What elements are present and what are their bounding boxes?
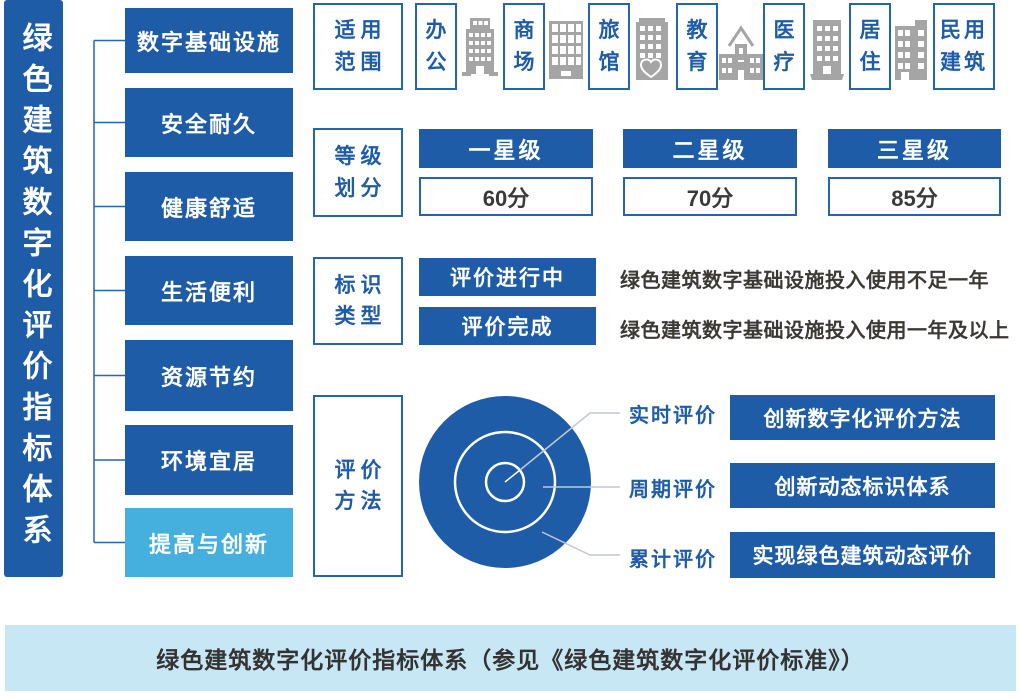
office-building-icon — [462, 18, 498, 76]
evaluation-in-progress-description: 绿色建筑数字基础设施投入使用不足一年 — [620, 269, 989, 292]
building-type-mall: 商场 — [503, 3, 545, 90]
category-box-digital-infrastructure: 数字基础设施 — [125, 8, 293, 73]
building-type-hotel: 旅馆 — [588, 3, 630, 90]
grade-section-label: 等级 划分 — [313, 128, 403, 217]
building-type-education: 教育 — [676, 3, 718, 90]
category-box-environment-livability: 环境宜居 — [125, 425, 293, 495]
building-type-civil: 民用建筑 — [933, 3, 995, 90]
grade-three-star-score: 85分 — [828, 177, 1001, 216]
category-box-health-comfort: 健康舒适 — [125, 172, 293, 241]
method-periodic-label: 周期评价 — [629, 478, 717, 501]
category-connector-lines — [93, 39, 125, 544]
building-type-office: 办公 — [415, 3, 457, 90]
scope-section-label: 适用 范围 — [313, 3, 403, 90]
method-realtime-result-bar: 创新数字化评价方法 — [730, 395, 995, 440]
method-realtime-label: 实时评价 — [629, 404, 717, 427]
caption-bar: 绿色建筑数字化评价指标体系（参见《绿色建筑数字化评价标准》） — [5, 625, 1016, 691]
residential-building-icon — [895, 20, 927, 80]
hospital-building-icon — [810, 20, 844, 80]
grade-three-star-bar: 三星级 — [828, 129, 1001, 168]
method-cumulative-label: 累计评价 — [629, 548, 717, 571]
category-box-improvement-innovation: 提高与创新 — [125, 508, 293, 577]
school-building-icon — [719, 25, 763, 80]
grade-one-star-bar: 一星级 — [419, 129, 593, 168]
mall-building-icon — [549, 21, 583, 79]
evaluation-complete-description: 绿色建筑数字基础设施投入使用一年及以上 — [620, 319, 1010, 342]
grade-two-star-bar: 二星级 — [623, 129, 797, 168]
method-cumulative-result-bar: 实现绿色建筑动态评价 — [730, 532, 995, 578]
concentric-circles-diagram — [419, 396, 620, 568]
method-periodic-result-bar: 创新动态标识体系 — [730, 463, 995, 508]
category-box-living-convenience: 生活便利 — [125, 256, 293, 325]
method-section-label: 评价 方法 — [313, 395, 403, 577]
building-type-medical: 医疗 — [763, 3, 805, 90]
caption-text: 绿色建筑数字化评价指标体系（参见《绿色建筑数字化评价标准》） — [156, 647, 865, 673]
grade-one-star-score: 60分 — [419, 177, 593, 216]
vertical-title-bar: 绿色建筑数字化评价指标体系 — [4, 0, 63, 577]
evaluation-complete-badge: 评价完成 — [419, 307, 596, 345]
label-type-section-label: 标识 类型 — [313, 257, 403, 345]
category-box-safety-durability: 安全耐久 — [125, 88, 293, 157]
grade-two-star-score: 70分 — [623, 177, 797, 216]
hotel-building-icon — [636, 18, 668, 80]
evaluation-in-progress-badge: 评价进行中 — [419, 258, 596, 296]
category-box-resource-saving: 资源节约 — [125, 340, 293, 411]
vertical-title-text: 绿色建筑数字化评价指标体系 — [17, 22, 51, 555]
building-type-residential: 居住 — [849, 3, 891, 90]
